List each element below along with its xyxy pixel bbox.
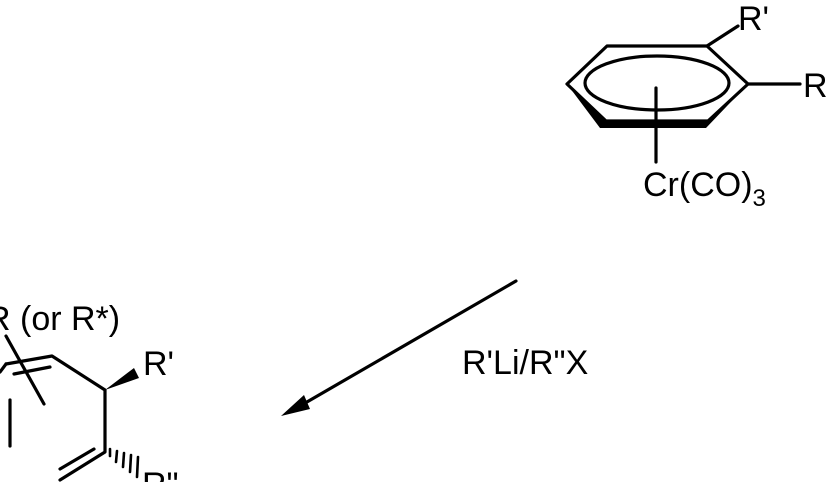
arrow-head [281,395,310,416]
arrow-shaft [298,279,518,408]
label-r-prime-product: R' [143,345,174,383]
label-r-right: R [803,67,828,105]
label-r-or-r-star: R (or R*) [0,300,120,338]
reaction-arrow [281,279,518,416]
cyclohexadiene-product: R (or R*) R' R" [0,300,179,482]
label-cr-co: Cr(CO) [643,166,753,204]
hashed-bond [108,447,140,479]
label-cr-co-subscript: 3 [753,185,766,212]
label-r-double-prime: R" [142,466,179,482]
ring-bonds [4,354,107,482]
reagent-label: R'Li/R"X [462,344,588,382]
double-bond-top [12,365,52,376]
bond-to-r-or-r-star [4,334,46,406]
double-bond-bottom [58,447,96,471]
label-r-prime-top: R' [738,0,769,38]
bond-to-r-prime [705,24,740,48]
label-chromium-tricarbonyl: Cr(CO)3 [643,166,766,212]
wedge-bond [105,368,139,390]
arene-chromium-complex: R' R Cr(CO)3 [565,0,828,212]
ring-bonds-left [0,362,8,374]
